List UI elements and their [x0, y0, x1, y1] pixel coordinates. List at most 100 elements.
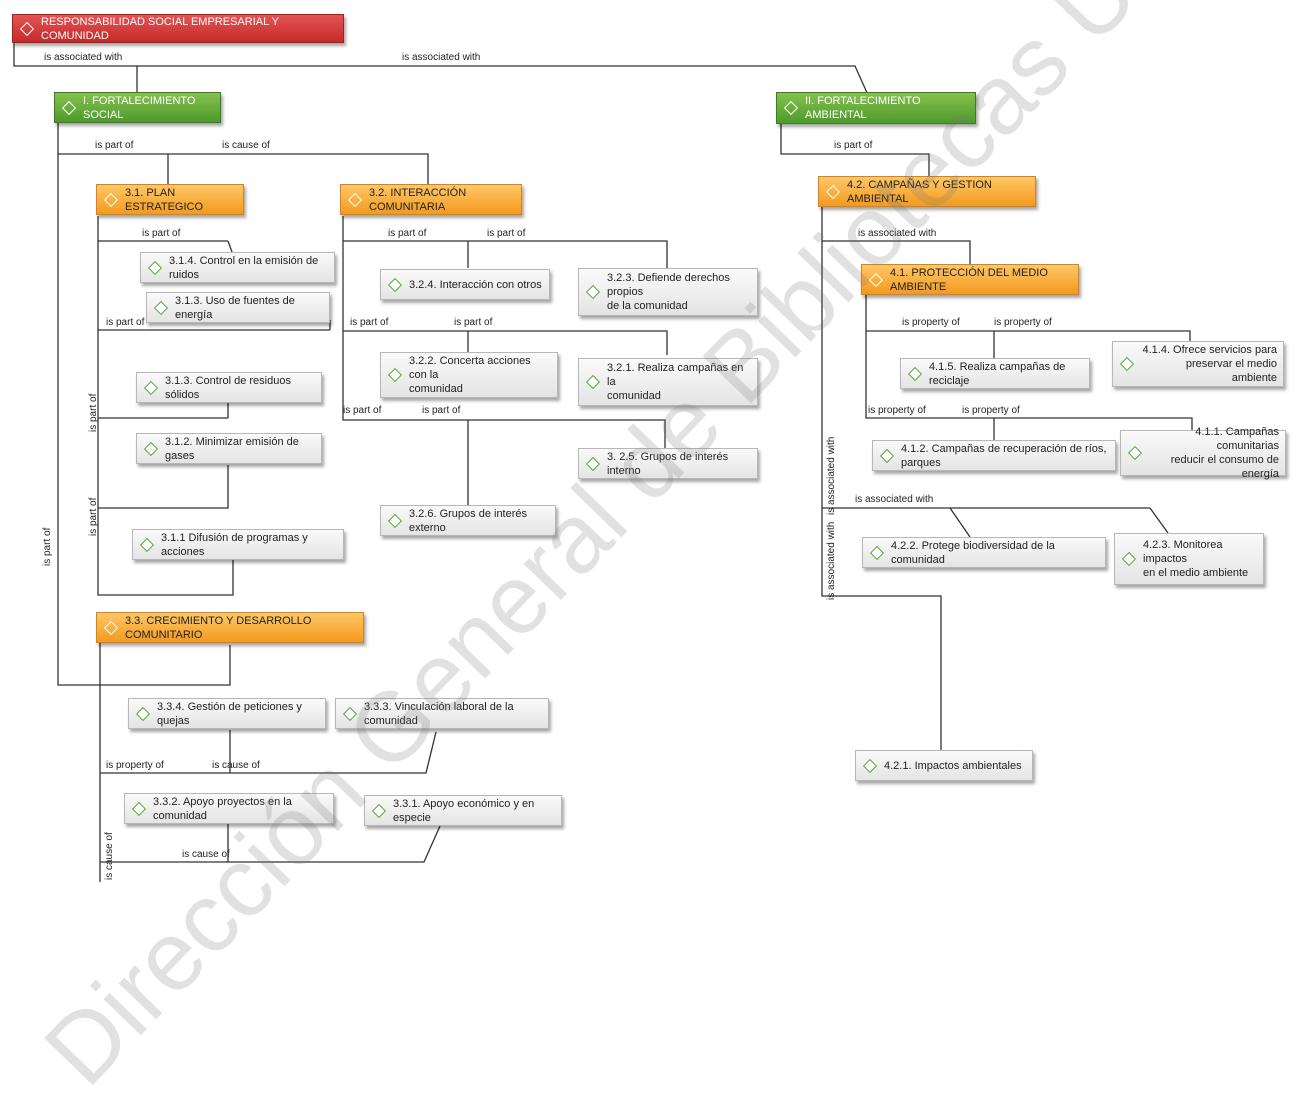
label-crecimiento-331: is cause of: [182, 849, 230, 860]
node-label: 3.3.3. Vinculación laboral de la comunid…: [364, 700, 514, 727]
node-label: 3.1.4. Control en la emisión de ruidos: [169, 254, 319, 281]
node-label: 3.3.4. Gestión de peticiones y quejas: [157, 700, 302, 727]
label-interaccion-321: is part of: [454, 317, 493, 328]
node-label: 4.2.1. Impactos ambientales: [884, 759, 1022, 772]
node-3-2-5[interactable]: 3. 2.5. Grupos de interés interno: [578, 448, 758, 479]
diamond-icon: [879, 448, 895, 463]
diamond-icon: [131, 801, 147, 816]
node-3-2-6[interactable]: 3.2.6. Grupos de interés externo: [380, 505, 556, 536]
label-interaccion-326: is part of: [343, 405, 382, 416]
node-4-1-5[interactable]: 4.1.5. Realiza campañas de reciclaje: [900, 358, 1090, 389]
node-crecimiento-desarrollo[interactable]: 3.3. CRECIMIENTO Y DESARROLLO COMUNITARI…: [96, 612, 364, 643]
label-plan-313: is part of: [106, 317, 145, 328]
node-label: 3.1. PLAN ESTRATEGICO: [125, 186, 204, 213]
node-proteccion-medio-ambiente[interactable]: 4.1. PROTECCIÓN DEL MEDIO AMBIENTE: [861, 264, 1079, 295]
diamond-icon: [825, 184, 841, 199]
diamond-icon: [1127, 445, 1143, 461]
diamond-icon: [103, 620, 119, 635]
diamond-icon: [103, 192, 119, 207]
node-label: 3.2. INTERACCIÓN COMUNITARIA: [369, 186, 467, 213]
diamond-icon: [585, 374, 601, 390]
node-label: II. FORTALECIMIENTO AMBIENTAL: [805, 95, 921, 121]
node-3-3-1[interactable]: 3.3.1. Apoyo económico y en especie: [364, 795, 562, 826]
node-3-3-2[interactable]: 3.3.2. Apoyo proyectos en la comunidad: [124, 793, 334, 824]
node-fortalecimiento-social[interactable]: I. FORTALECIMIENTO SOCIAL: [54, 92, 221, 123]
link-plan-trunk: [97, 216, 234, 596]
node-3-3-4[interactable]: 3.3.4. Gestión de peticiones y quejas: [128, 698, 326, 729]
node-3-1-1[interactable]: 3.1.1 Difusión de programas y acciones: [132, 529, 344, 560]
node-label: 4.2. CAMPAÑAS Y GESTION AMBIENTAL: [847, 178, 992, 205]
node-label: 4.1.5. Realiza campañas de reciclaje: [929, 360, 1066, 387]
node-3-1-4[interactable]: 3.1.4. Control en la emisión de ruidos: [140, 252, 335, 283]
label-campanas-proteccion: is associated with: [858, 228, 937, 239]
node-label: 3.2.6. Grupos de interés externo: [409, 507, 528, 534]
connector-lines: [13, 42, 1193, 882]
diamond-icon: [585, 456, 601, 471]
node-responsabilidad-social[interactable]: RESPONSABILIDAD SOCIAL EMPRESARIAL Y COM…: [12, 14, 344, 43]
diamond-icon: [387, 367, 403, 383]
diamond-icon: [135, 706, 151, 721]
node-label: 3. 2.5. Grupos de interés interno: [607, 450, 729, 477]
diamond-icon: [147, 260, 163, 275]
node-label: 4.1. PROTECCIÓN DEL MEDIO AMBIENTE: [890, 266, 1048, 293]
node-3-1-3-residuos[interactable]: 3.1.3. Control de residuos sólidos: [136, 372, 322, 403]
node-3-1-2[interactable]: 3.1.2. Minimizar emisión de gases: [136, 433, 322, 464]
diamond-icon: [61, 100, 77, 115]
node-campanas-gestion[interactable]: 4.2. CAMPAÑAS Y GESTION AMBIENTAL: [818, 176, 1036, 207]
diamond-icon: [862, 758, 878, 773]
diamond-icon: [869, 545, 885, 560]
diamond-icon: [387, 277, 403, 292]
diamond-icon: [1119, 356, 1135, 372]
node-label: 4.1.2. Campañas de recuperación de ríos,…: [901, 442, 1107, 469]
node-4-2-2[interactable]: 4.2.2. Protege biodiversidad de la comun…: [862, 537, 1106, 568]
label-proteccion-414: is property of: [994, 317, 1052, 328]
diamond-icon: [868, 272, 884, 287]
node-label: 4.2.2. Protege biodiversidad de la comun…: [891, 539, 1055, 566]
diamond-icon: [153, 300, 169, 315]
node-label: I. FORTALECIMIENTO SOCIAL: [83, 94, 196, 121]
node-plan-estrategico[interactable]: 3.1. PLAN ESTRATEGICO: [96, 184, 244, 215]
node-3-1-3-energia[interactable]: 3.1.3. Uso de fuentes de energía: [146, 292, 330, 323]
node-label: RESPONSABILIDAD SOCIAL EMPRESARIAL Y COM…: [41, 15, 279, 42]
label-plan-313b: is part of: [88, 393, 99, 432]
node-label: 3.1.3. Control de residuos sólidos: [165, 374, 291, 401]
diamond-icon: [585, 284, 601, 300]
link-root-ambiental: [137, 65, 869, 96]
label-crecimiento-333: is cause of: [212, 760, 260, 771]
diamond-icon: [19, 21, 35, 36]
label-interaccion-323: is part of: [487, 228, 526, 239]
label-crecimiento-334: is property of: [106, 760, 164, 771]
node-3-3-3[interactable]: 3.3.3. Vinculación laboral de la comunid…: [335, 698, 549, 729]
node-label: 3.2.4. Interacción con otros: [409, 278, 542, 291]
node-4-2-1[interactable]: 4.2.1. Impactos ambientales: [855, 750, 1033, 781]
link-ambiental-campanas: [780, 124, 930, 176]
label-social-crecimiento: is part of: [42, 527, 53, 566]
node-interaccion-comunitaria[interactable]: 3.2. INTERACCIÓN COMUNITARIA: [340, 184, 522, 215]
diamond-icon: [371, 803, 387, 818]
node-label: 3.1.2. Minimizar emisión de gases: [165, 435, 299, 462]
link-proteccion-trunk: [865, 294, 1193, 432]
label-interaccion-325: is part of: [422, 405, 461, 416]
diamond-icon: [143, 380, 159, 395]
label-interaccion-322: is part of: [350, 317, 389, 328]
label-plan-314: is part of: [142, 228, 181, 239]
diamond-icon: [907, 366, 923, 381]
node-label: 3.1.1 Difusión de programas y acciones: [161, 531, 308, 558]
node-4-1-2[interactable]: 4.1.2. Campañas de recuperación de ríos,…: [872, 440, 1116, 471]
link-interaccion-trunk: [342, 216, 666, 452]
label-crecimiento-332: is cause of: [104, 832, 115, 880]
node-fortalecimiento-ambiental[interactable]: II. FORTALECIMIENTO AMBIENTAL: [776, 92, 976, 124]
diamond-icon: [342, 706, 358, 721]
node-3-2-4[interactable]: 3.2.4. Interacción con otros: [380, 269, 550, 300]
